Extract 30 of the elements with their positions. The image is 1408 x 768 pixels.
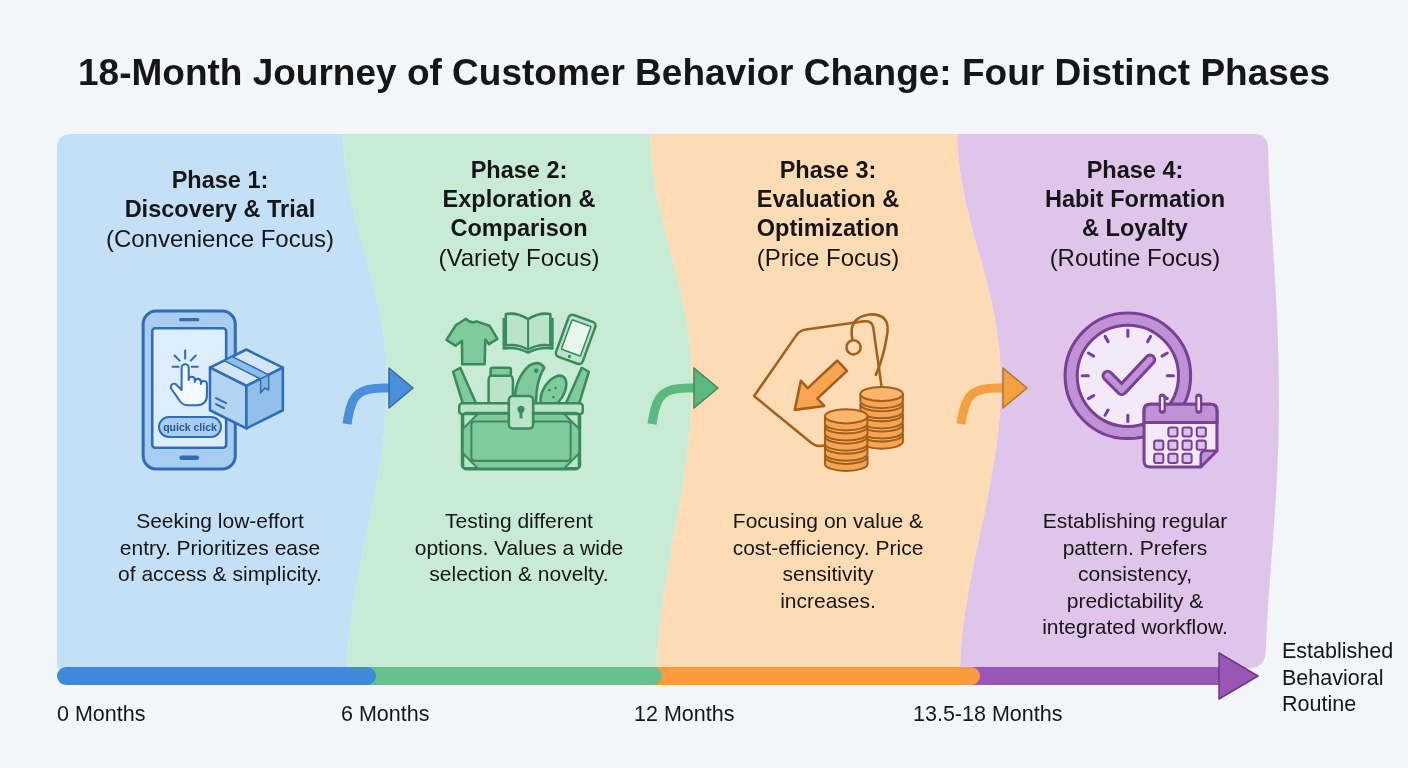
phase-title: Exploration & Comparison bbox=[441, 184, 597, 243]
timeline-tick-label: 0 Months bbox=[57, 702, 146, 726]
curved-arrow bbox=[342, 367, 414, 425]
phase-band bbox=[957, 134, 1280, 670]
focus-subtitle: (Price Focus) bbox=[756, 242, 900, 272]
phase-number: Phase 3: bbox=[779, 155, 877, 185]
timeline-end-label: Established Behavioral Routine bbox=[1282, 638, 1395, 718]
phase-number: Phase 4: bbox=[1086, 155, 1184, 185]
timeline-tick-label: 13.5-18 Months bbox=[913, 702, 1063, 726]
phase-band bbox=[57, 134, 388, 670]
phase-title: Habit Formation & Loyalty bbox=[1043, 184, 1227, 243]
phase-band bbox=[343, 134, 693, 670]
phase-number: Phase 1: bbox=[171, 165, 269, 195]
phase-number: Phase 2: bbox=[470, 155, 568, 185]
phase-description: Seeking low-effort entry. Prioritizes ease of access & simplicity. bbox=[117, 508, 323, 587]
timeline-tick-label: 12 Months bbox=[634, 702, 735, 726]
curved-arrow bbox=[647, 367, 719, 425]
diagram-title: 18-Month Journey of Customer Behavior Change: Four Distinct Phases bbox=[78, 52, 1330, 94]
phase-title: Discovery & Trial bbox=[124, 194, 316, 224]
timeline-tick-label: 6 Months bbox=[341, 702, 430, 726]
curved-arrow bbox=[956, 367, 1028, 425]
phase-band bbox=[650, 134, 1002, 670]
focus-subtitle: (Variety Focus) bbox=[438, 242, 600, 272]
screen-button: quick click bbox=[158, 416, 222, 438]
phase-description: Testing different options. Values a wide selection & novelty. bbox=[413, 508, 625, 587]
phase-description: Focusing on value & cost-efficiency. Price sensitivity increases. bbox=[732, 508, 924, 614]
phase-title: Evaluation & Optimization bbox=[755, 184, 901, 243]
focus-subtitle: (Routine Focus) bbox=[1049, 242, 1221, 272]
focus-subtitle: (Convenience Focus) bbox=[105, 223, 335, 253]
phase-description: Establishing regular pattern. Prefers consistency, predictability & integrated workflow. bbox=[1041, 508, 1229, 640]
